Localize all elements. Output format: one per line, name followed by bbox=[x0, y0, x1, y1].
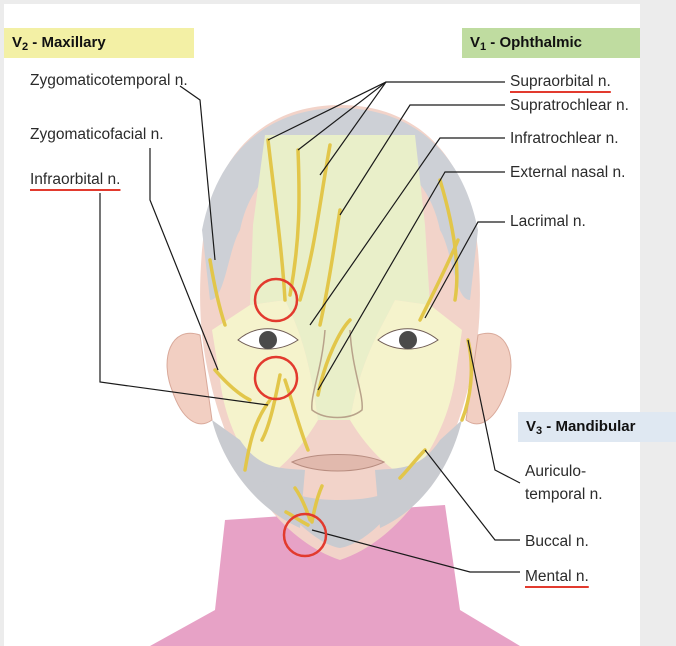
label-mental: Mental n. bbox=[525, 568, 589, 585]
v1-region bbox=[250, 135, 430, 420]
leader-lines bbox=[99, 81, 521, 573]
v1-ophthalmic-badge: V1 - Ophthalmic bbox=[462, 28, 640, 58]
neck bbox=[150, 505, 520, 646]
label-zygomaticotemporal: Zygomaticotemporal n. bbox=[30, 72, 188, 89]
eyes bbox=[237, 328, 439, 350]
label-infratrochlear: Infratrochlear n. bbox=[510, 130, 619, 147]
left-ear bbox=[166, 332, 213, 425]
label-supratrochlear: Supratrochlear n. bbox=[510, 97, 629, 114]
label-auriculotemporal-line1: Auriculo- bbox=[525, 463, 587, 480]
label-supraorbital: Supraorbital n. bbox=[510, 73, 611, 90]
nose bbox=[311, 329, 363, 419]
label-external-nasal: External nasal n. bbox=[510, 164, 626, 181]
v2-region-left bbox=[212, 300, 318, 480]
mouth bbox=[290, 454, 386, 472]
label-infraorbital: Infraorbital n. bbox=[30, 171, 121, 188]
v3-mandibular-badge: V3 - Mandibular bbox=[518, 412, 676, 442]
label-buccal: Buccal n. bbox=[525, 533, 589, 550]
v2-region-right bbox=[350, 300, 462, 480]
nerve-branches bbox=[208, 138, 474, 527]
label-auriculotemporal-line2: temporal n. bbox=[525, 486, 603, 503]
label-lacrimal: Lacrimal n. bbox=[510, 213, 586, 230]
v2-maxillary-badge: V2 - Maxillary bbox=[4, 28, 194, 58]
highlight-circles bbox=[253, 277, 328, 558]
v3-region bbox=[212, 420, 462, 528]
label-zygomaticofacial: Zygomaticofacial n. bbox=[30, 126, 164, 143]
right-ear bbox=[465, 332, 512, 425]
